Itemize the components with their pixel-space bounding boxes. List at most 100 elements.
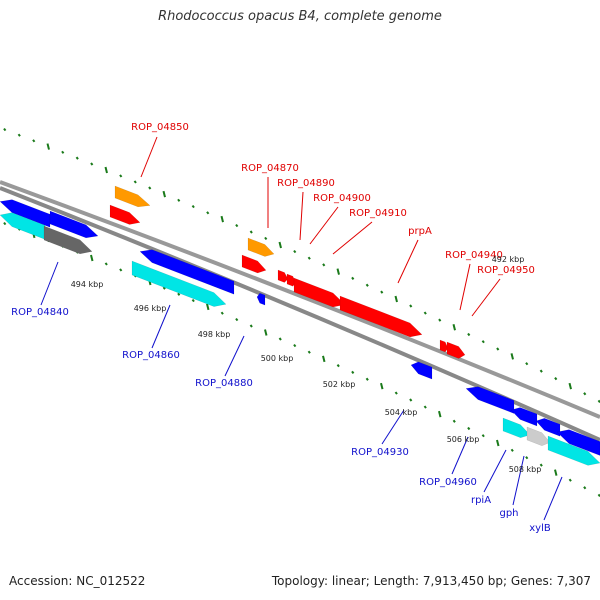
inner-tick (177, 292, 181, 296)
inner-tick (307, 350, 311, 354)
inner-tick (496, 439, 500, 447)
gene-arrow-rop04850-b (109, 204, 141, 225)
outer-tick (394, 295, 398, 303)
outer-tick-track (3, 127, 600, 404)
inner-tick (510, 448, 514, 452)
outer-tick (133, 180, 137, 184)
outer-tick (452, 324, 456, 331)
inner-tick (365, 377, 369, 381)
gene-label: ROP_04960 (419, 477, 477, 488)
inner-tick (119, 268, 123, 272)
gene-arrow-rop04860-b (131, 260, 227, 307)
gene-arrow-rop04960 (465, 386, 515, 414)
gene-label: ROP_04890 (277, 178, 335, 189)
inner-tick (554, 469, 558, 476)
map-title: Rhodococcus opacus B4, complete genome (158, 9, 442, 24)
outer-tick (583, 392, 587, 396)
inner-tick (438, 410, 442, 418)
outer-tick (278, 241, 282, 249)
outer-tick (90, 162, 94, 166)
outer-tick (481, 340, 485, 344)
inner-tick (206, 303, 210, 311)
gene-arrow-rop04950 (446, 341, 466, 359)
gene-label: rpiA (471, 495, 491, 506)
inner-tick (351, 370, 355, 374)
outer-tick (46, 143, 50, 150)
outer-tick (177, 198, 181, 202)
leader-line (471, 278, 501, 317)
outer-tick (162, 190, 166, 198)
outer-tick (3, 127, 7, 132)
leader-line (512, 455, 525, 506)
inner-tick (220, 311, 224, 315)
inner-tick (322, 355, 326, 363)
label-leader-lines (40, 136, 563, 521)
leader-line (40, 261, 59, 306)
inner-tick (278, 337, 282, 341)
scale-label: 508 kbp (509, 465, 542, 474)
gene-arrow-rop04940 (439, 339, 449, 353)
outer-tick (423, 311, 427, 315)
gene-arrow-rop04910 (293, 277, 346, 308)
gene-arrow-rop04880 (256, 292, 266, 306)
outer-tick (438, 318, 442, 322)
leader-line (151, 304, 171, 349)
outer-tick (17, 133, 21, 137)
outer-tick (365, 283, 369, 287)
inner-tick (264, 329, 268, 336)
gene-label: xylB (529, 523, 551, 534)
gene-arrow-xylB-b (547, 435, 600, 466)
gene-arrow-rop04870 (247, 237, 275, 257)
outer-tick (148, 186, 152, 190)
inner-tick (162, 286, 166, 290)
outer-tick (525, 362, 529, 366)
outer-tick (104, 166, 108, 174)
inner-tick (525, 456, 529, 460)
gene-label: ROP_04950 (477, 265, 535, 276)
leader-line (459, 263, 471, 311)
gene-arrow-rop04860 (139, 249, 235, 295)
outer-tick (307, 256, 311, 260)
scale-label: 492 kbp (492, 255, 525, 264)
inner-tick (394, 391, 398, 395)
gene-label: ROP_04900 (313, 193, 371, 204)
inner-tick (481, 434, 485, 438)
genome-summary-text: Topology: linear; Length: 7,913,450 bp; … (271, 574, 591, 588)
gene-arrow-rop04870-b (241, 254, 267, 274)
accession-text: Accession: NC_012522 (9, 574, 146, 588)
gene-label: prpA (408, 226, 432, 237)
scale-label: 504 kbp (385, 408, 418, 417)
gene-arrow-xylB (556, 429, 600, 456)
inner-tick (336, 364, 340, 368)
inner-tick (235, 317, 239, 322)
leader-line (224, 335, 245, 377)
gene-arrow-rop04850 (114, 185, 151, 208)
gene-arrow-rop04840-b (49, 210, 99, 239)
outer-tick (467, 332, 471, 337)
outer-tick (249, 230, 253, 234)
inner-tick (380, 382, 384, 390)
gene-label: ROP_04840 (11, 307, 69, 318)
leader-line (332, 221, 373, 255)
leader-line (543, 476, 563, 521)
inner-tick (568, 478, 572, 482)
inner-tick (467, 426, 471, 431)
scale-label: 506 kbp (447, 435, 480, 444)
outer-tick (554, 377, 558, 381)
gene-label: ROP_04850 (131, 122, 189, 133)
inner-tick (90, 254, 94, 262)
outer-tick (336, 268, 340, 275)
gene-arrow-rop04930 (410, 361, 433, 380)
leader-line (140, 136, 158, 178)
outer-tick (380, 290, 384, 294)
inner-tick (191, 298, 195, 303)
outer-tick (322, 263, 326, 267)
gene-arrow-rop04840 (43, 225, 93, 255)
gene-label: ROP_04910 (349, 208, 407, 219)
inner-tick (583, 486, 587, 490)
scale-label: 496 kbp (134, 304, 167, 313)
gene-arrow-rpiA (510, 407, 538, 427)
outer-tick (293, 249, 297, 254)
outer-tick (61, 150, 65, 154)
leader-line (381, 409, 405, 445)
